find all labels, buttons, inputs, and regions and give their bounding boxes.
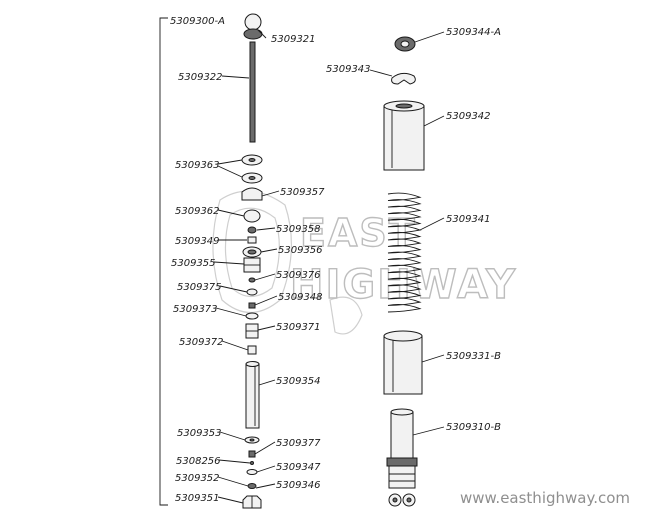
part-5308256 bbox=[250, 461, 254, 465]
label-5309343: 5309343 bbox=[326, 64, 371, 75]
label-5309310-B: 5309310-B bbox=[446, 422, 501, 433]
label-5309322: 5309322 bbox=[178, 72, 223, 83]
label-5309342: 5309342 bbox=[446, 111, 491, 122]
part-5309341 bbox=[387, 192, 422, 313]
left-column-parts bbox=[241, 13, 263, 509]
label-5309376: 5309376 bbox=[276, 270, 321, 281]
part-5309376 bbox=[248, 277, 256, 283]
label-5309371: 5309371 bbox=[276, 322, 321, 333]
label-5309321: 5309321 bbox=[271, 34, 316, 45]
part-5309343 bbox=[391, 72, 416, 85]
label-5309375: 5309375 bbox=[177, 282, 222, 293]
part-5309358 bbox=[247, 226, 257, 234]
part-5309348 bbox=[248, 302, 256, 309]
part-5309322 bbox=[249, 41, 256, 143]
part-5309331-B bbox=[383, 330, 423, 395]
part-5309354 bbox=[245, 361, 260, 429]
label-5309352: 5309352 bbox=[175, 473, 220, 484]
part-5309352 bbox=[247, 483, 257, 489]
watermark-url: www.easthighway.com bbox=[460, 489, 630, 507]
label-5309346: 5309346 bbox=[276, 480, 321, 491]
label-5309348: 5309348 bbox=[278, 292, 323, 303]
part-5309356 bbox=[242, 246, 262, 258]
part-5309347 bbox=[246, 469, 258, 475]
label-5309377: 5309377 bbox=[276, 438, 321, 449]
part-5309351 bbox=[242, 495, 262, 509]
part-5309377 bbox=[248, 450, 256, 458]
part-5309349 bbox=[247, 236, 257, 244]
label-5309356: 5309356 bbox=[278, 245, 323, 256]
label-5309358: 5309358 bbox=[276, 224, 321, 235]
part-5309372 bbox=[247, 345, 257, 355]
label-5309347: 5309347 bbox=[276, 462, 321, 473]
label-5309351: 5309351 bbox=[175, 493, 220, 504]
label-5308256: 5308256 bbox=[176, 456, 221, 467]
right-column-parts bbox=[383, 36, 425, 507]
part-5309344-A bbox=[394, 36, 416, 52]
label-5309353: 5309353 bbox=[177, 428, 222, 439]
part-labels: 5309321 5309322 5309363 5309357 5309362 … bbox=[171, 27, 501, 504]
label-5309372: 5309372 bbox=[179, 337, 224, 348]
label-5309331-B: 5309331-B bbox=[446, 351, 501, 362]
label-5309363: 5309363 bbox=[175, 160, 220, 171]
leader-lines bbox=[213, 29, 445, 504]
part-5309363 bbox=[241, 154, 263, 184]
label-5309300-A: 5309300-A bbox=[170, 16, 225, 27]
assembly-bracket: 5309300-A bbox=[159, 16, 225, 506]
part-5309375 bbox=[246, 288, 258, 296]
label-5309362: 5309362 bbox=[175, 206, 220, 217]
label-5309373: 5309373 bbox=[173, 304, 218, 315]
part-5309310-B bbox=[386, 408, 418, 507]
part-5309357 bbox=[241, 187, 263, 201]
part-5309353 bbox=[244, 436, 260, 444]
part-5309362 bbox=[243, 209, 261, 223]
label-5309349: 5309349 bbox=[175, 236, 220, 247]
label-5309341: 5309341 bbox=[446, 214, 491, 225]
part-5309355 bbox=[243, 257, 261, 273]
label-5309357: 5309357 bbox=[280, 187, 325, 198]
part-5309342 bbox=[383, 100, 425, 171]
label-5309354: 5309354 bbox=[276, 376, 321, 387]
part-5309371 bbox=[245, 323, 259, 339]
part-5309321 bbox=[243, 13, 263, 40]
part-5309373 bbox=[245, 312, 259, 320]
label-5309344-A: 5309344-A bbox=[446, 27, 501, 38]
label-5309355: 5309355 bbox=[171, 258, 216, 269]
